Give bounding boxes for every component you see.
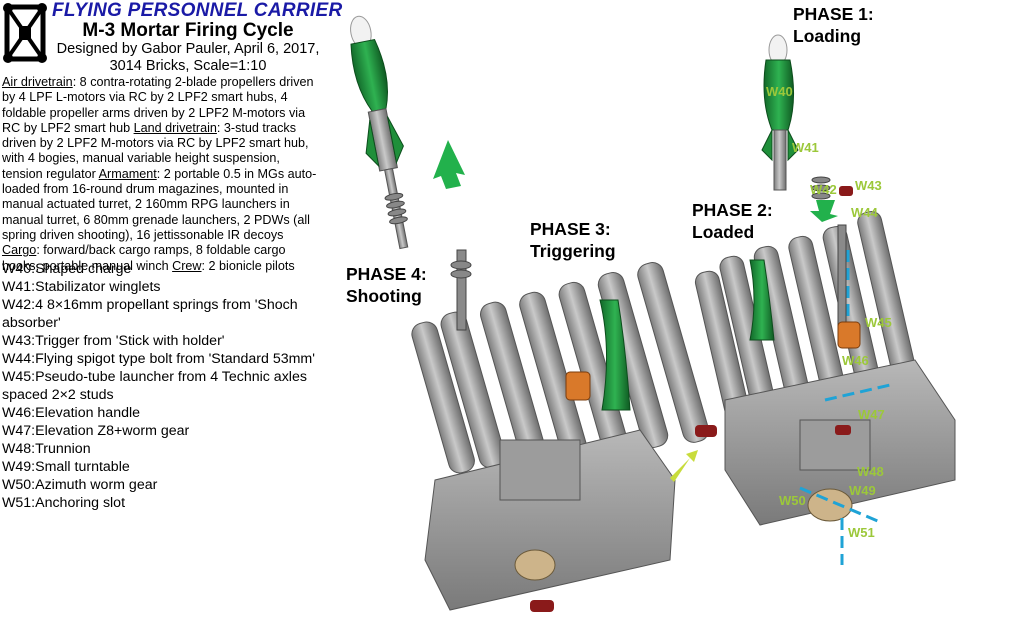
spec-text-cargo: : forward/back cargo ramps, 8 foldable c… — [2, 243, 286, 273]
legend-item: W45:Pseudo-tube launcher from 4 Technic … — [2, 369, 307, 403]
mortar-render — [350, 15, 956, 612]
page-title: M-3 Mortar Firing Cycle — [82, 20, 294, 41]
propellant-spring-icon — [384, 192, 408, 225]
down-arrow-icon — [810, 200, 838, 222]
spec-label-crew: Crew — [172, 258, 202, 273]
legend-item: W40:Shaped charge — [2, 261, 132, 277]
spec-text-air: : 8 contra-rotating 2-blade propellers d… — [2, 75, 314, 135]
callout-w51: W51 — [848, 525, 875, 540]
phase1-projectile — [761, 34, 853, 222]
callout-w40: W40 — [766, 84, 793, 99]
legend-item: W49:Small turntable — [2, 459, 130, 475]
phase-3-caption: Triggering — [530, 241, 616, 261]
specification-text: Air drivetrain: 8 contra-rotating 2-blad… — [2, 75, 324, 274]
trigger-icon — [530, 600, 554, 612]
spec-text-crew: : 2 bionicle pilots — [201, 258, 295, 273]
parts-legend: W40:Shaped charge W41:Stabilizator wingl… — [2, 260, 324, 512]
spec-label-air: Air drivetrain — [2, 75, 73, 89]
phase3-launcher-assembly — [411, 249, 717, 612]
phase-3-title: PHASE 3: — [530, 219, 611, 239]
trigger-arrow-icon — [670, 450, 698, 482]
phase-4-title: PHASE 4: — [346, 264, 427, 284]
page-subtitle: Designed by Gabor Pauler, April 6, 2017,… — [56, 41, 320, 74]
propellant-spring-icon — [811, 176, 831, 200]
legend-item: W44:Flying spigot type bolt from 'Standa… — [2, 351, 315, 367]
trigger-icon — [839, 186, 853, 196]
callout-w42: W42 — [810, 182, 837, 197]
phase-3-label: PHASE 3: Triggering — [530, 218, 616, 262]
phase-1-caption: Loading — [793, 26, 862, 46]
spec-text-land: : 3-stud tracks driven by 2 LPF2 M-motor… — [2, 120, 309, 181]
spec-label-cargo: Cargo — [2, 243, 37, 258]
callout-w47: W47 — [858, 407, 885, 422]
mortar-diagram: PHASE 1: Loading PHASE 2: Loaded PHASE 3… — [330, 0, 1024, 625]
phase-2-caption: Loaded — [692, 222, 755, 242]
legend-item: W46:Elevation handle — [2, 405, 141, 421]
brand-name: FLYING PERSONNEL CARRIER — [52, 0, 343, 21]
legend-item: W41:Stabilizator winglets — [2, 279, 161, 295]
phase-2-title: PHASE 2: — [692, 200, 773, 220]
up-arrow-icon — [433, 140, 465, 189]
phase4-projectile — [350, 15, 409, 250]
phase-2-label: PHASE 2: Loaded — [692, 199, 773, 243]
legend-item: W42:4 8×16mm propellant springs from 'Sh… — [2, 297, 298, 331]
legend-item: W51:Anchoring slot — [2, 495, 126, 511]
legend-item: W47:Elevation Z8+worm gear — [2, 423, 190, 439]
spec-text-armament: : 2 portable 0.5 in MGs auto-loaded from… — [2, 166, 317, 242]
callout-w50: W50 — [779, 493, 806, 508]
phase-4-caption: Shooting — [346, 286, 422, 306]
callout-w48: W48 — [857, 464, 884, 479]
callout-w45: W45 — [865, 315, 892, 330]
phase-1-label: PHASE 1: Loading — [793, 3, 874, 47]
quadcopter-logo-icon — [3, 3, 47, 63]
callout-w41: W41 — [792, 140, 819, 155]
callout-w46: W46 — [842, 353, 869, 368]
phase-4-label: PHASE 4: Shooting — [346, 263, 427, 307]
spec-label-armament: Armament — [98, 166, 157, 181]
callout-w49: W49 — [849, 483, 876, 498]
phase2-launcher-assembly — [694, 211, 956, 565]
legend-item: W43:Trigger from 'Stick with holder' — [2, 333, 225, 349]
callout-w44: W44 — [851, 205, 878, 220]
trigger-icon — [695, 425, 717, 437]
legend-item: W50:Azimuth worm gear — [2, 477, 158, 493]
spec-label-land: Land drivetrain — [133, 120, 217, 135]
phase-1-title: PHASE 1: — [793, 4, 874, 24]
callout-w43: W43 — [855, 178, 882, 193]
legend-item: W48:Trunnion — [2, 441, 91, 457]
